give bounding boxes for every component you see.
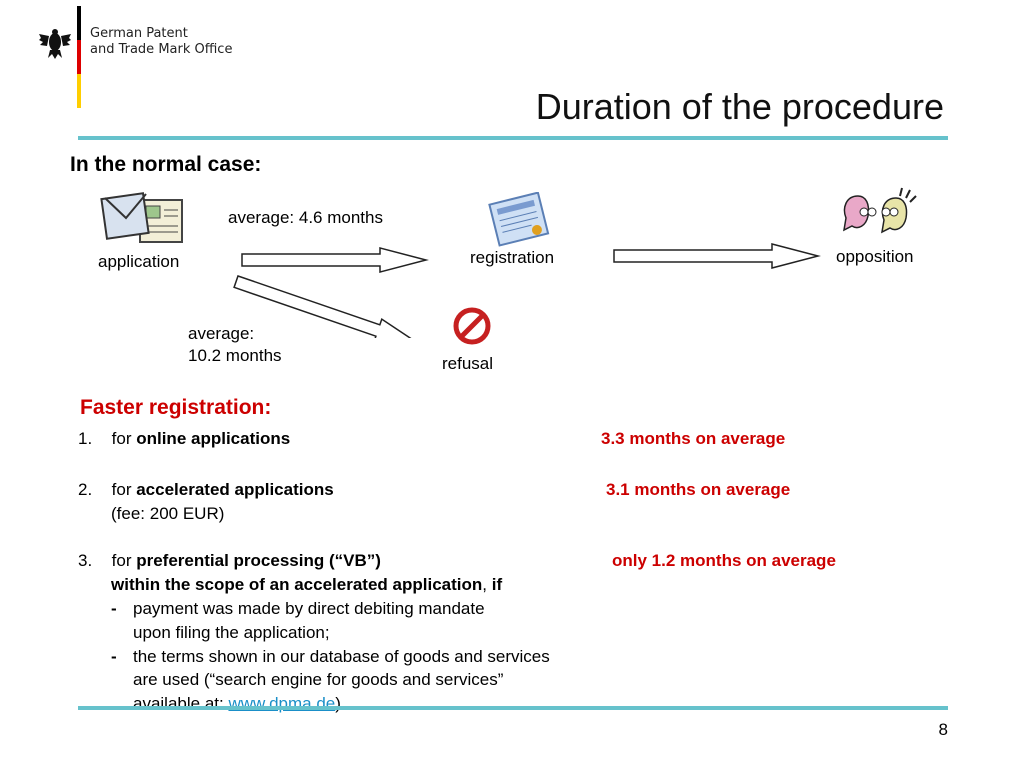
accelerated-time: 3.1 months on average [606, 480, 791, 499]
average-4-6-label: average: 4.6 months [228, 208, 383, 227]
bullet-2-link-line: available at: www.dpma.de). [133, 694, 346, 713]
page-number: 8 [938, 720, 948, 739]
top-divider [78, 136, 948, 140]
german-flag-bar [77, 6, 81, 108]
refusal-label: refusal [442, 354, 494, 373]
faster-registration-heading: Faster registration: [80, 396, 272, 419]
page-title: Duration of the procedure [535, 86, 944, 127]
online-time: 3.3 months on average [601, 429, 786, 448]
fee-note: (fee: 200 EUR) [111, 504, 225, 523]
organization-name: German Patent and Trade Mark Office [90, 26, 233, 57]
dpma-link[interactable]: www.dpma.de [228, 694, 336, 713]
bullet-1-cont: upon filing the application; [133, 623, 330, 642]
no-entry-icon [453, 307, 491, 345]
condition-line: within the scope of an accelerated appli… [111, 575, 503, 594]
opposition-label: opposition [836, 247, 914, 266]
bullet-2-cont: are used (“search engine for goods and s… [133, 670, 504, 689]
normal-case-heading: In the normal case: [70, 153, 262, 176]
envelope-documents-icon [100, 192, 183, 243]
bottom-divider [78, 706, 948, 710]
list-item-1: 1. for online applications [78, 429, 291, 448]
list-item-3: 3. for preferential processing (“VB”) [78, 551, 381, 570]
arrow-to-refusal [233, 275, 425, 338]
certificate-icon [488, 192, 550, 247]
application-label: application [98, 252, 180, 271]
bullet-2: -the terms shown in our database of good… [111, 647, 550, 666]
preferential-time: only 1.2 months on average [612, 551, 836, 570]
arguing-people-icon [843, 187, 917, 234]
list-item-2: 2. for accelerated applications [78, 480, 334, 499]
arrow-to-opposition [613, 243, 821, 269]
registration-label: registration [470, 248, 555, 267]
arrow-to-registration [241, 247, 429, 273]
average-10-2-label: average: 10.2 months [188, 324, 282, 365]
bullet-1: -payment was made by direct debiting man… [111, 599, 485, 618]
eagle-logo-icon [39, 29, 71, 59]
